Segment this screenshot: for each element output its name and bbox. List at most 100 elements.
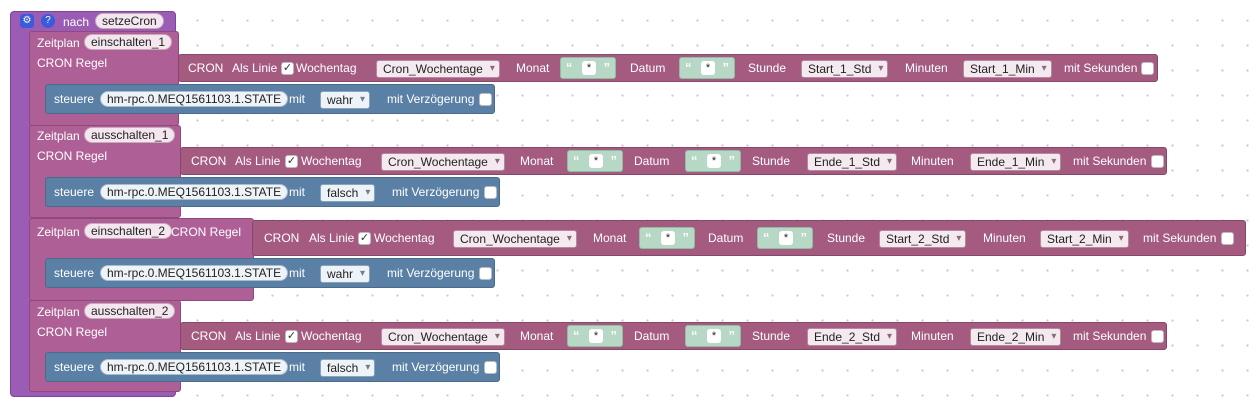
mit-sekunden-checkbox[interactable]: [1151, 155, 1164, 168]
object-id-field[interactable]: hm-rpc.0.MEQ1561103.1.STATE: [100, 184, 289, 200]
minuten-dropdown[interactable]: Ende_2_Min: [970, 328, 1062, 346]
steuere-label: steuere: [54, 92, 95, 106]
minuten-dropdown[interactable]: Ende_1_Min: [970, 153, 1062, 171]
verzoegerung-checkbox[interactable]: [484, 361, 497, 374]
help-icon[interactable]: ?: [41, 14, 55, 28]
als-linie-label: Als Linie: [309, 231, 355, 245]
object-id-field[interactable]: hm-rpc.0.MEQ1561103.1.STATE: [100, 359, 289, 375]
cron-block-2[interactable]: CRON Als Linie ✓ Wochentag Cron_Wochenta…: [180, 147, 1167, 175]
datum-value[interactable]: *: [707, 329, 721, 343]
als-linie-checkbox[interactable]: ✓: [285, 330, 298, 343]
datum-text-block[interactable]: “ * ”: [685, 325, 741, 347]
als-linie-checkbox[interactable]: ✓: [358, 232, 371, 245]
mit-sekunden-checkbox[interactable]: [1221, 232, 1234, 245]
value-dropdown[interactable]: wahr: [320, 265, 371, 283]
mit-sekunden-checkbox[interactable]: [1151, 330, 1164, 343]
value-dropdown[interactable]: falsch: [320, 359, 376, 377]
quote-open: “: [566, 60, 573, 75]
cron-label: CRON: [188, 61, 224, 75]
minuten-dropdown[interactable]: Start_1_Min: [963, 60, 1052, 78]
wochentag-dropdown[interactable]: Cron_Wochentage: [381, 153, 505, 171]
mit-label: mit: [289, 360, 305, 374]
minuten-label: Minuten: [911, 329, 954, 343]
datum-label: Datum: [708, 231, 744, 245]
stunde-dropdown[interactable]: Start_2_Std: [879, 230, 967, 248]
datum-text-block[interactable]: “ * ”: [679, 57, 735, 79]
wochentag-dropdown[interactable]: Cron_Wochentage: [381, 328, 505, 346]
monat-text-block[interactable]: “ * ”: [567, 325, 623, 347]
als-linie-checkbox[interactable]: ✓: [281, 62, 294, 75]
als-linie-checkbox[interactable]: ✓: [285, 155, 298, 168]
steuere-block-4[interactable]: steuere hm-rpc.0.MEQ1561103.1.STATE mit …: [45, 352, 500, 382]
quote-close: ”: [603, 60, 611, 75]
cron-block-4[interactable]: CRON Als Linie ✓ Wochentag Cron_Wochenta…: [180, 322, 1167, 350]
cron-block-1[interactable]: CRON Als Linie ✓ Wochentag Cron_Wochenta…: [178, 54, 1158, 82]
steuere-block-1[interactable]: steuere hm-rpc.0.MEQ1561103.1.STATE mit …: [45, 84, 495, 114]
steuere-label: steuere: [54, 185, 95, 199]
gear-icon[interactable]: ⚙: [20, 14, 34, 28]
zeitplan-label: Zeitplan: [37, 305, 80, 319]
quote-close: ”: [722, 60, 730, 75]
steuere-block-3[interactable]: steuere hm-rpc.0.MEQ1561103.1.STATE mit …: [45, 258, 495, 288]
wochentag-dropdown[interactable]: Cron_Wochentage: [453, 230, 577, 248]
minuten-dropdown[interactable]: Start_2_Min: [1040, 230, 1129, 248]
als-linie-label: Als Linie: [235, 154, 281, 168]
quote-close: ”: [610, 153, 618, 168]
monat-value[interactable]: *: [661, 231, 675, 245]
function-header: ⚙ ? nach setzeCron: [11, 12, 177, 32]
datum-label: Datum: [630, 61, 666, 75]
stunde-dropdown[interactable]: Ende_2_Std: [807, 328, 898, 346]
zeitplan-label: Zeitplan: [37, 225, 80, 239]
cron-label: CRON: [264, 231, 300, 245]
monat-value[interactable]: *: [582, 61, 596, 75]
mit-sekunden-label: mit Sekunden: [1064, 61, 1138, 75]
zeitplan-label: Zeitplan: [37, 36, 80, 50]
datum-text-block[interactable]: “ * ”: [685, 150, 741, 172]
monat-value[interactable]: *: [589, 154, 603, 168]
datum-text-block[interactable]: “ * ”: [757, 227, 813, 249]
monat-label: Monat: [520, 329, 554, 343]
datum-value[interactable]: *: [779, 231, 793, 245]
monat-value[interactable]: *: [589, 329, 603, 343]
function-name-field[interactable]: setzeCron: [95, 13, 164, 29]
steuere-label: steuere: [54, 360, 95, 374]
stunde-dropdown[interactable]: Ende_1_Std: [807, 153, 898, 171]
mit-verzoegerung-label: mit Verzögerung: [392, 360, 480, 374]
monat-text-block[interactable]: “ * ”: [567, 150, 623, 172]
cron-regel-label: CRON Regel: [37, 325, 108, 339]
cron-block-3[interactable]: CRON Als Linie ✓ Wochentag Cron_Wochenta…: [252, 220, 1246, 256]
verzoegerung-checkbox[interactable]: [484, 186, 497, 199]
object-id-field[interactable]: hm-rpc.0.MEQ1561103.1.STATE: [100, 265, 289, 281]
steuere-block-2[interactable]: steuere hm-rpc.0.MEQ1561103.1.STATE mit …: [45, 177, 500, 207]
cron-regel-label: CRON Regel: [37, 149, 108, 163]
quote-open: “: [691, 153, 698, 168]
quote-close: ”: [728, 328, 736, 343]
wochentag-label: Wochentag: [301, 154, 362, 168]
wochentag-dropdown[interactable]: Cron_Wochentage: [376, 60, 500, 78]
quote-open: “: [691, 328, 698, 343]
zeitplan-label: Zeitplan: [37, 129, 80, 143]
mit-sekunden-label: mit Sekunden: [1073, 154, 1147, 168]
verzoegerung-checkbox[interactable]: [479, 267, 492, 280]
mit-label: mit: [289, 92, 305, 106]
monat-label: Monat: [516, 61, 550, 75]
schedule-name-field[interactable]: einschalten_1: [84, 34, 173, 50]
wochentag-label: Wochentag: [296, 61, 357, 75]
schedule-name-field[interactable]: ausschalten_2: [84, 303, 176, 319]
stunde-dropdown[interactable]: Start_1_Std: [801, 60, 889, 78]
mit-label: mit: [289, 185, 305, 199]
datum-value[interactable]: *: [707, 154, 721, 168]
monat-text-block[interactable]: “ * ”: [639, 227, 695, 249]
mit-sekunden-checkbox[interactable]: [1141, 62, 1154, 75]
datum-label: Datum: [634, 154, 670, 168]
steuere-label: steuere: [54, 266, 95, 280]
schedule-name-field[interactable]: ausschalten_1: [84, 127, 176, 143]
schedule-name-field[interactable]: einschalten_2: [84, 223, 173, 239]
verzoegerung-checkbox[interactable]: [479, 93, 492, 106]
quote-close: ”: [610, 328, 618, 343]
monat-text-block[interactable]: “ * ”: [560, 57, 616, 79]
object-id-field[interactable]: hm-rpc.0.MEQ1561103.1.STATE: [100, 91, 289, 107]
value-dropdown[interactable]: falsch: [320, 184, 376, 202]
datum-value[interactable]: *: [701, 61, 715, 75]
value-dropdown[interactable]: wahr: [320, 91, 371, 109]
